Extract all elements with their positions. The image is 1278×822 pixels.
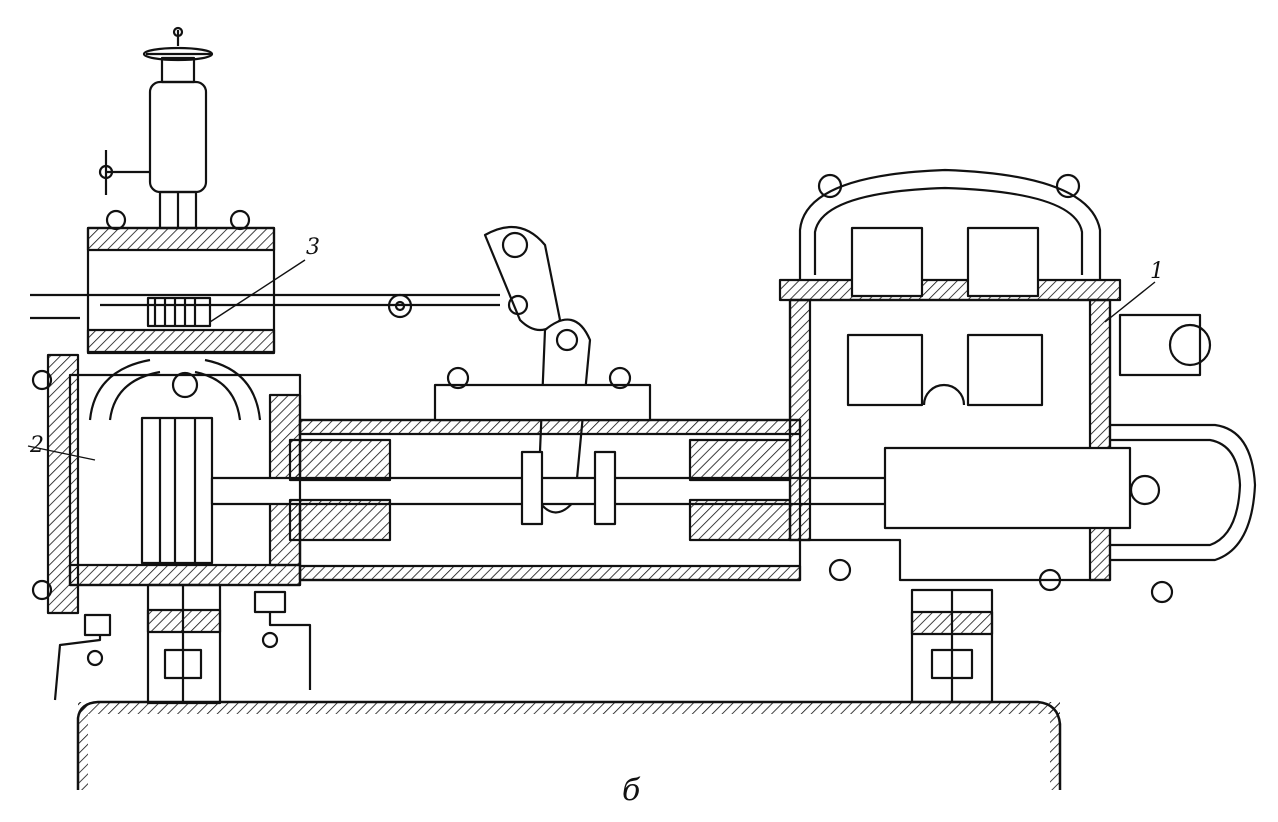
steam-chest <box>86 209 276 355</box>
frame-distance-piece <box>288 366 802 582</box>
valve-rod-linkage <box>30 225 592 514</box>
lubricator <box>98 26 214 230</box>
support-feet <box>146 583 994 705</box>
figure-caption: б <box>622 773 641 808</box>
label-part-2: 2 <box>29 433 44 458</box>
leader-lines <box>27 259 1156 461</box>
foundation-base <box>76 700 1062 790</box>
pump-body <box>778 168 1257 604</box>
drain-cocks <box>53 590 312 701</box>
label-part-1: 1 <box>1150 259 1164 284</box>
label-part-3: 3 <box>306 235 320 260</box>
